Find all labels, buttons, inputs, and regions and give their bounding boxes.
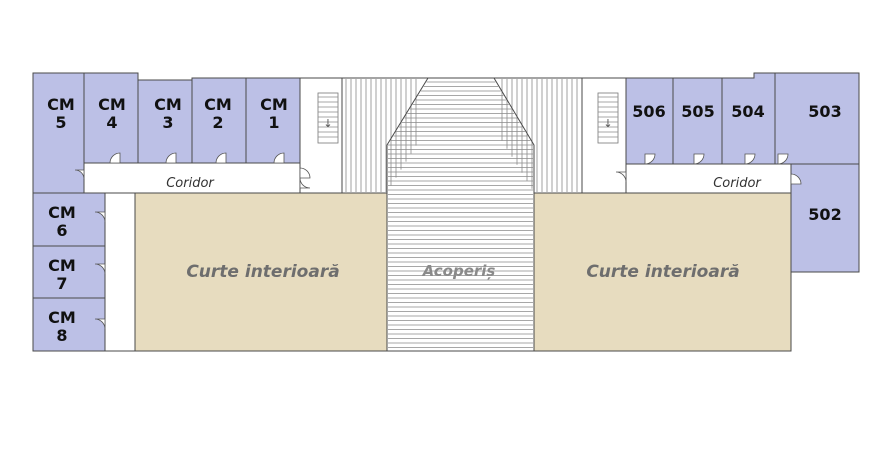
door-swing-icon [299,167,311,179]
left-wing [32,72,301,352]
roof-label: Acoperiș [422,262,496,280]
door-swing-icon [777,153,789,165]
door-swing-icon [299,177,311,189]
room-506[interactable] [625,77,674,165]
right-wing [625,72,860,273]
corridor-left-vertical [104,192,136,352]
door-swing-icon [273,152,285,164]
door-swing-icon [94,211,106,223]
roof-hatching [345,79,578,348]
door-swing-icon [744,153,756,165]
label-505: 505 [681,102,714,121]
courtyard-right [533,192,792,352]
stairs-icon: ↓ [317,92,339,144]
door-swing-icon [74,169,85,180]
label-502: 502 [808,205,841,224]
courtyard-left-label: Curte interioară [186,262,339,282]
door-swing-icon [94,263,106,275]
door-swing-icon [615,171,627,183]
courtyard-left [134,192,388,352]
door-swing-icon [644,153,656,165]
room-cm-5[interactable] [32,72,85,194]
corridor-right-label: Coridor [713,176,762,191]
door-swing-icon [215,152,227,164]
door-swing-icon [94,318,106,330]
label-504: 504 [731,102,764,121]
label-506: 506 [632,102,665,121]
doors [74,152,802,330]
stairwell-left: ↓ [299,77,343,194]
room-503[interactable] [774,72,860,165]
label-503: 503 [808,102,841,121]
room-502[interactable] [790,163,860,273]
stairwell-right: ↓ [581,77,627,194]
door-swing-icon [109,152,121,164]
door-swing-icon [693,153,705,165]
roof-area [341,77,583,352]
room-505[interactable] [672,77,723,165]
door-swing-icon [790,173,802,185]
svg-text:↓: ↓ [323,117,332,130]
corridor-right-horizontal [625,163,792,194]
svg-text:↓: ↓ [603,117,612,130]
room-cm-8[interactable] [32,297,106,352]
door-swing-icon [165,152,177,164]
corridor-left-label: Coridor [166,176,215,191]
stairs-icon: ↓ [597,92,619,144]
corridor-left-horizontal [83,162,301,194]
courtyard-right-label: Curte interioară [586,262,739,282]
